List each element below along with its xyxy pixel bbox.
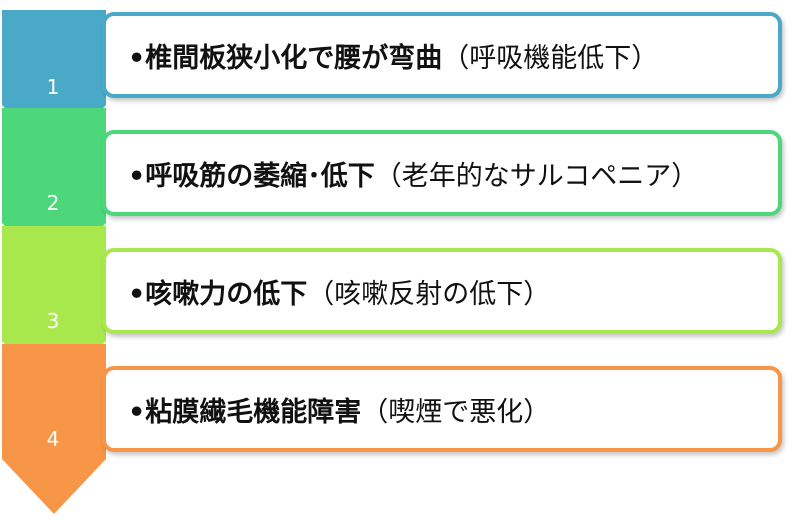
step-main-text: •椎間板狭小化で腰が弯曲 <box>128 42 443 74</box>
step-number-2: 2 <box>46 191 60 215</box>
step-note-text: （老年的なサルコペニア） <box>374 160 699 192</box>
step-note-text: （喫煙で悪化） <box>361 396 551 428</box>
step-card-3: •咳嗽力の低下（咳嗽反射の低下） <box>102 248 782 334</box>
step-number-3: 3 <box>46 309 60 333</box>
step-card-2: •呼吸筋の萎縮･低下（老年的なサルコペニア） <box>102 130 782 216</box>
step-card-1: •椎間板狭小化で腰が弯曲（呼吸機能低下） <box>102 12 782 98</box>
chevron-step-4 <box>2 344 106 514</box>
step-main-text: •咳嗽力の低下 <box>128 278 308 310</box>
step-note-text: （咳嗽反射の低下） <box>307 278 551 310</box>
step-note-text: （呼吸機能低下） <box>442 42 659 74</box>
step-number-1: 1 <box>46 75 60 99</box>
step-card-4: •粘膜繊毛機能障害（喫煙で悪化） <box>102 366 782 452</box>
step-main-text: •粘膜繊毛機能障害 <box>128 396 362 428</box>
step-main-text: •呼吸筋の萎縮･低下 <box>128 160 375 192</box>
step-number-4: 4 <box>46 427 60 451</box>
